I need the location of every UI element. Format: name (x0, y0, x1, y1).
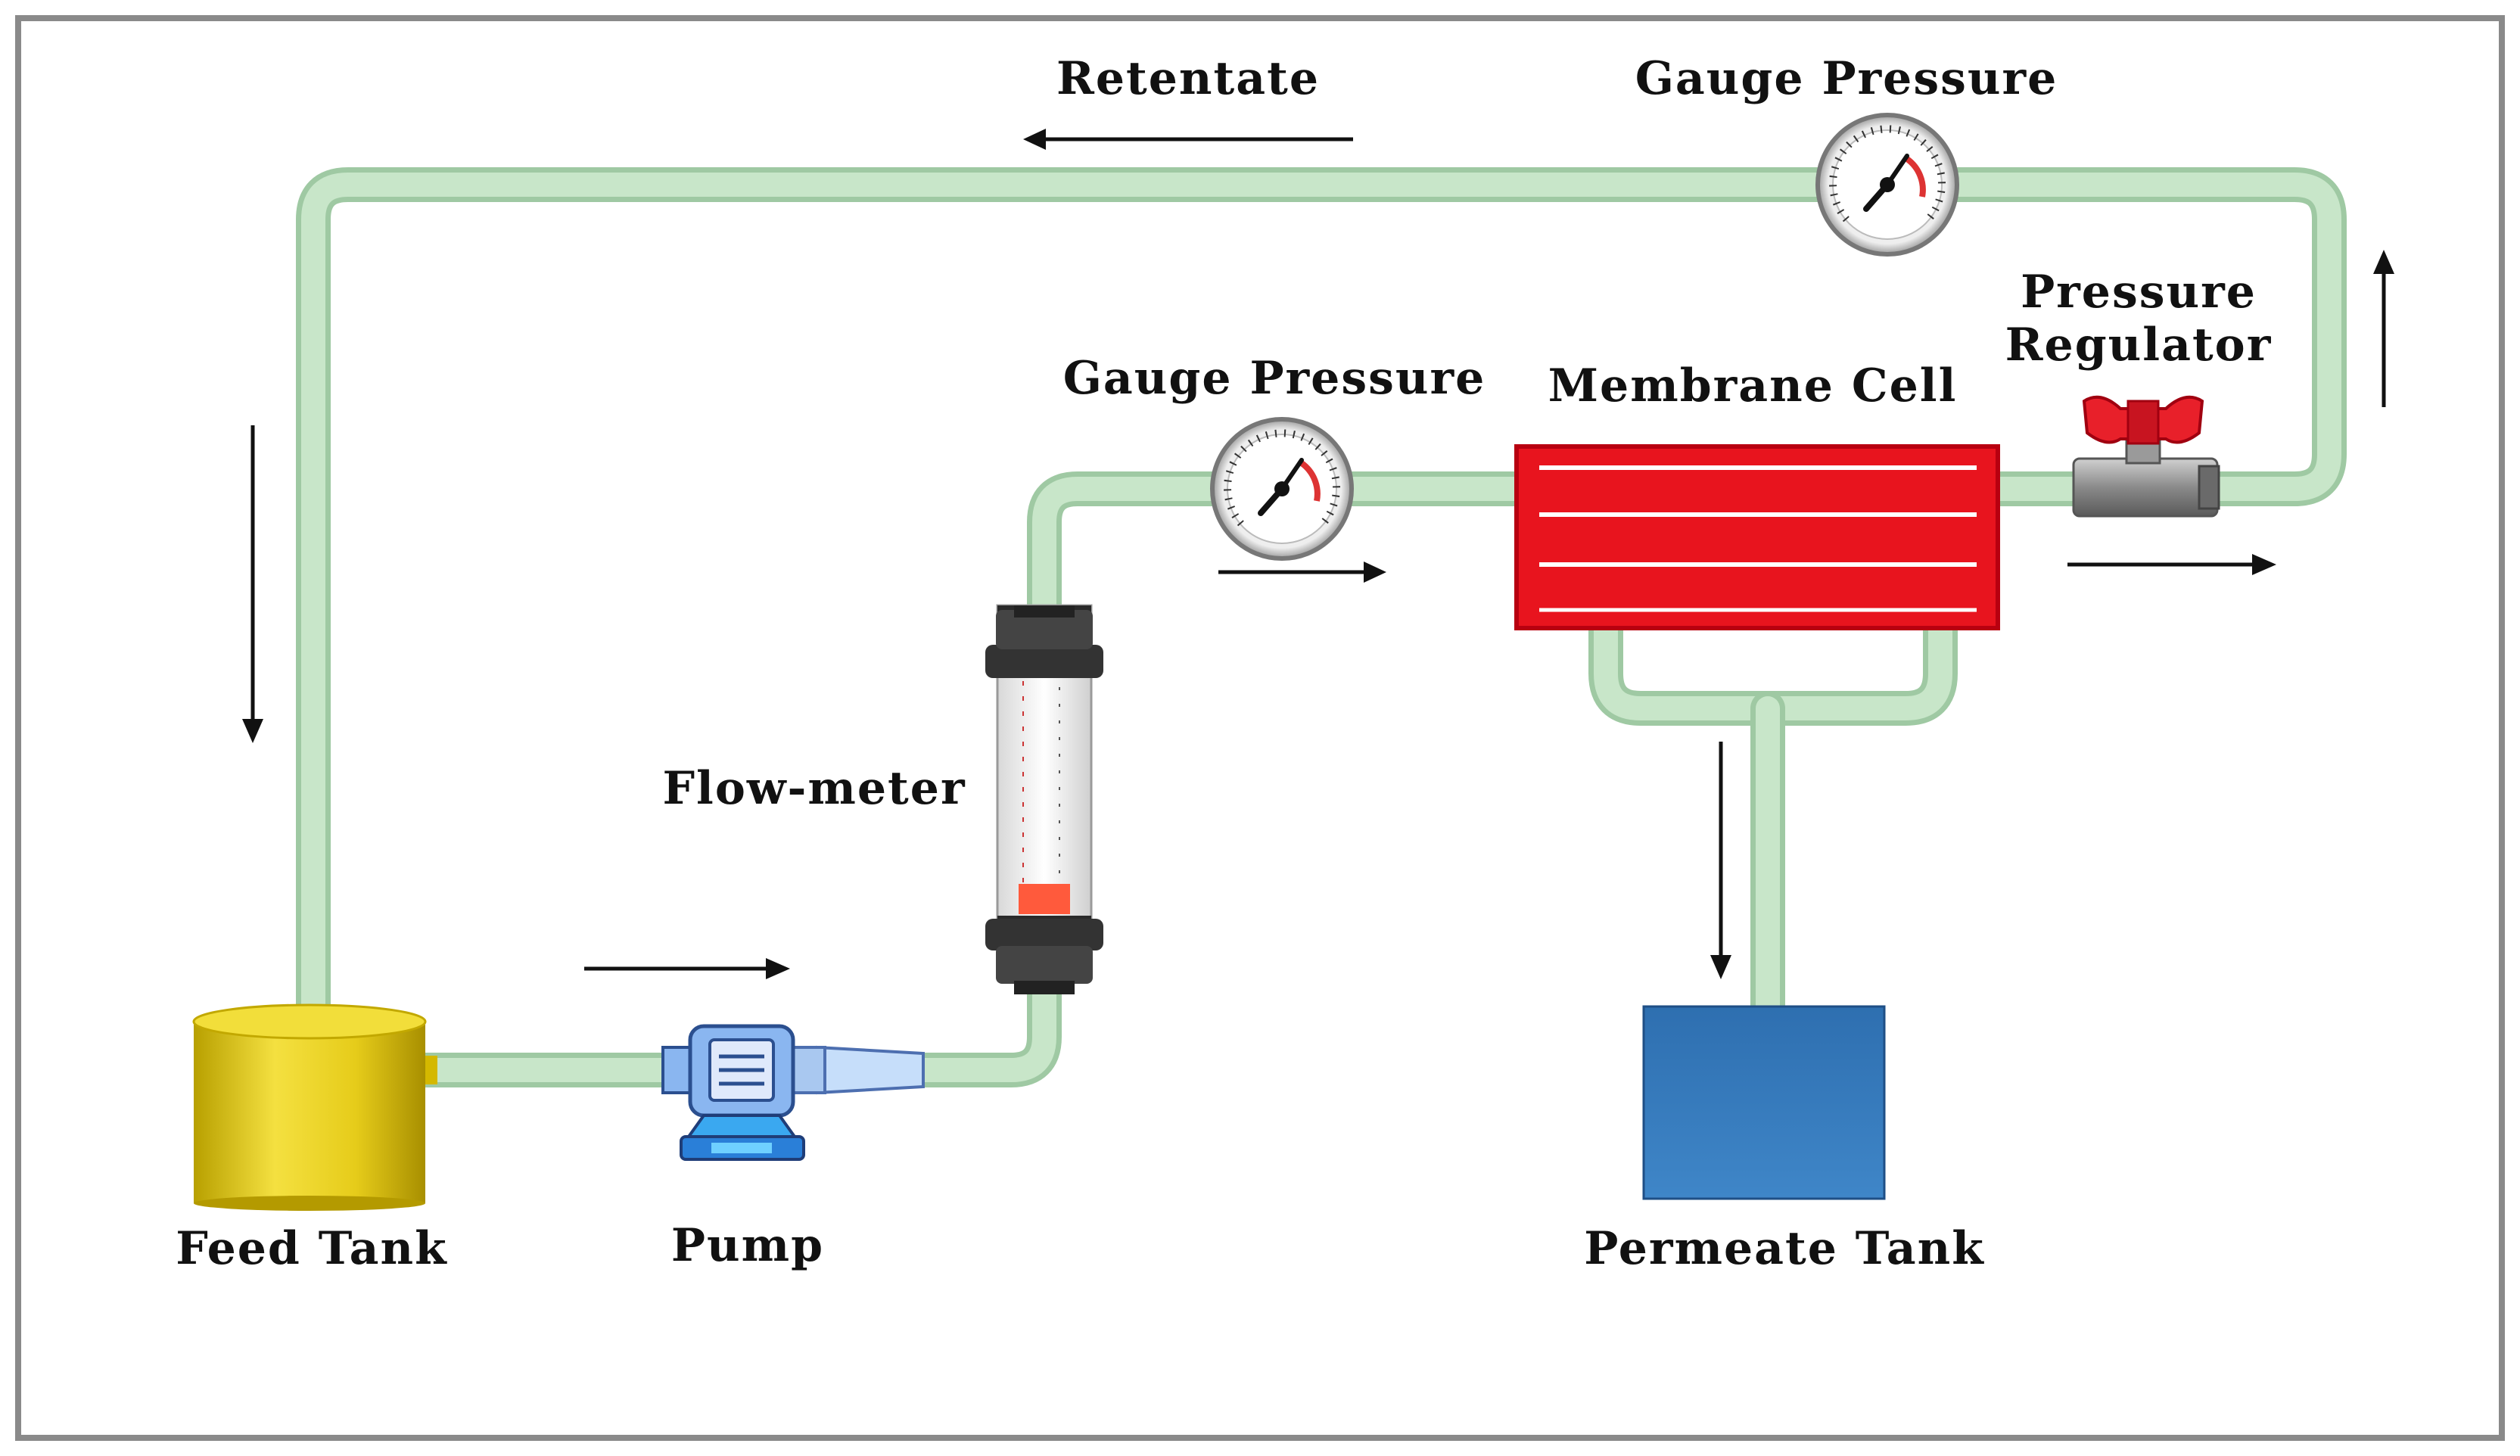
flow-meter-icon (985, 604, 1103, 994)
arrow-permeate-down (1710, 742, 1731, 979)
flow-arrows (242, 129, 2394, 979)
label-flow-meter: Flow-meter (662, 762, 966, 815)
label-membrane-cell: Membrane Cell (1548, 359, 1958, 412)
gauge-mid-icon (1210, 417, 1354, 561)
feed-tank (192, 1003, 437, 1211)
membrane-cell (1514, 444, 2000, 630)
label-permeate-tank: Permeate Tank (1584, 1222, 1985, 1275)
label-pressure-regulator-line1: Pressure (2021, 266, 2257, 319)
pump-icon (661, 1024, 925, 1161)
label-gauge-pressure-mid: Gauge Pressure (1063, 352, 1486, 405)
pressure-regulator-valve-icon (2072, 395, 2220, 518)
label-feed-tank: Feed Tank (176, 1222, 447, 1275)
permeate-tank (1642, 1005, 1886, 1200)
label-retentate: Retentate (1056, 52, 1320, 105)
outer-frame (15, 15, 2505, 1441)
arrow-to-membrane-right (1218, 562, 1386, 583)
arrow-after-membrane-right (2067, 554, 2276, 575)
gauge-top-icon (1815, 113, 1959, 257)
label-pressure-regulator-line2: Regulator (2005, 319, 2273, 372)
arrow-up-to-loop (2373, 250, 2394, 407)
arrow-retentate-left (1023, 129, 1353, 150)
label-gauge-pressure-top: Gauge Pressure (1635, 52, 2058, 105)
pipes (296, 167, 2347, 1087)
arrow-return-down (242, 425, 263, 743)
arrow-feed-right (584, 958, 790, 979)
label-pump: Pump (671, 1219, 824, 1272)
